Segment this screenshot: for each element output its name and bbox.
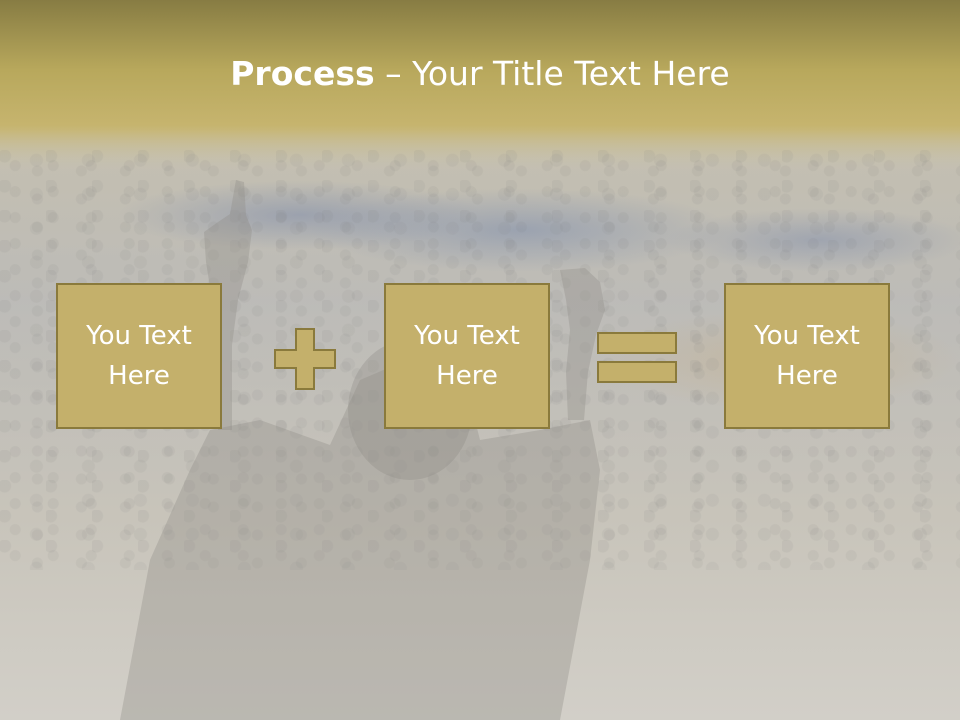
process-box-3-line1: You Text [754, 321, 860, 351]
slide-title: Process – Your Title Text Here [0, 52, 960, 96]
process-box-2-text: You Text Here [414, 316, 520, 396]
process-box-2-line2: Here [436, 361, 498, 391]
process-box-3-line2: Here [776, 361, 838, 391]
equals-icon [597, 332, 677, 383]
process-box-1-line2: Here [108, 361, 170, 391]
plus-icon [274, 328, 336, 390]
title-rest: – Your Title Text Here [374, 54, 730, 93]
process-box-3-text: You Text Here [754, 316, 860, 396]
process-box-2[interactable]: You Text Here [384, 283, 550, 429]
process-box-2-line1: You Text [414, 321, 520, 351]
process-box-1-text: You Text Here [86, 316, 192, 396]
process-box-1-line1: You Text [86, 321, 192, 351]
process-box-3[interactable]: You Text Here [724, 283, 890, 429]
process-box-1[interactable]: You Text Here [56, 283, 222, 429]
title-bold: Process [230, 54, 375, 93]
